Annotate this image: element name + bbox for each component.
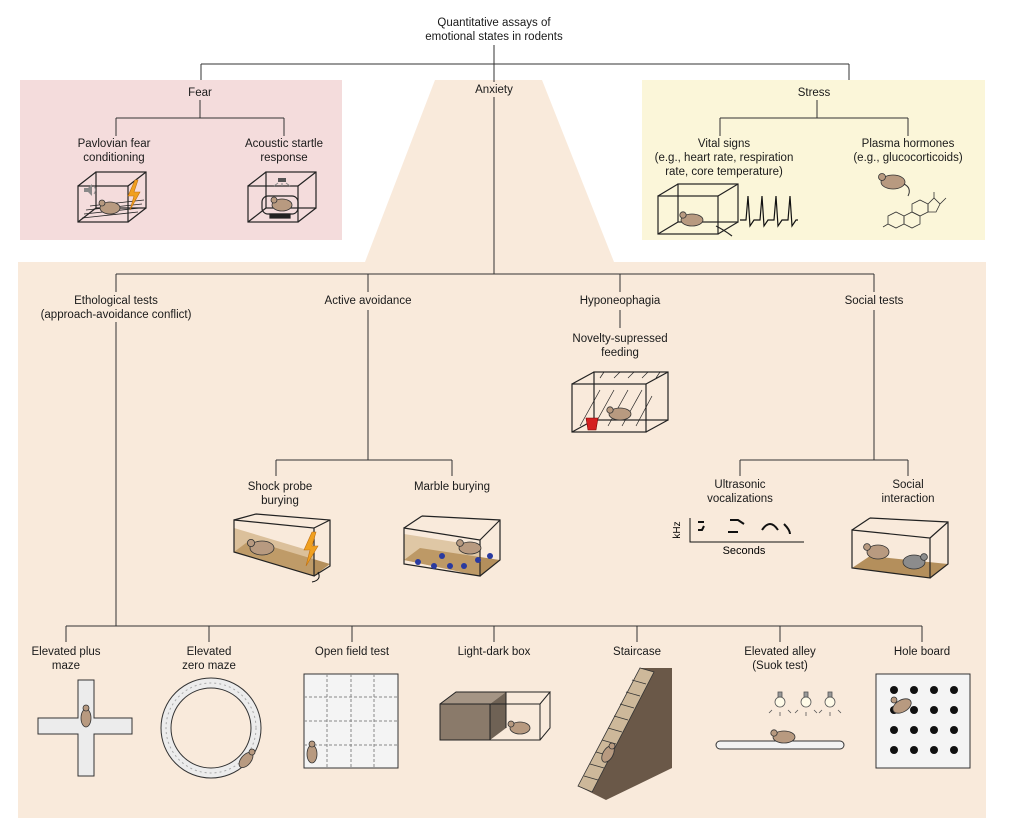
connector-lines bbox=[65, 45, 923, 642]
mouse-icon bbox=[770, 729, 796, 744]
mouse-icon bbox=[98, 199, 121, 215]
test-hole-board: Hole board bbox=[893, 646, 951, 658]
usv-y-label: kHz bbox=[672, 521, 683, 538]
mouse-icon bbox=[507, 720, 531, 735]
cage-vital-signs bbox=[657, 183, 739, 237]
cage-startle bbox=[247, 171, 317, 223]
shock-probe-wire bbox=[311, 571, 320, 583]
speaker-icon bbox=[84, 184, 96, 196]
mouse-icon bbox=[238, 748, 256, 769]
branch-active-avoidance: Active avoidance bbox=[324, 295, 412, 307]
social-interaction-label: Social interaction bbox=[881, 479, 935, 505]
mouse-icon bbox=[878, 173, 910, 197]
test-elevated-zero-maze: Elevated zero maze bbox=[182, 646, 236, 672]
food-cup bbox=[585, 417, 599, 431]
fear-panel bbox=[20, 80, 342, 240]
test-elevated-plus-maze: Elevated plus maze bbox=[31, 646, 101, 672]
stress-panel bbox=[642, 80, 985, 240]
usv-plot bbox=[689, 518, 804, 543]
fear-item-pavlovian: Pavlovian fear conditioning bbox=[77, 138, 151, 164]
elevated-plus-maze bbox=[37, 679, 133, 777]
test-elevated-alley: Elevated alley (Suok test) bbox=[744, 646, 816, 672]
mouse-icon bbox=[306, 740, 318, 764]
cage-social-interaction bbox=[851, 517, 949, 579]
shock-probe-label: Shock probe burying bbox=[247, 481, 313, 507]
lightning-bolt-icon bbox=[127, 179, 141, 211]
elevated-zero-maze bbox=[160, 677, 262, 779]
test-staircase: Staircase bbox=[613, 646, 661, 658]
fear-item-startle: Acoustic startle response bbox=[245, 138, 323, 164]
anxiety-heading: Anxiety bbox=[475, 84, 513, 96]
light-dark-box bbox=[439, 691, 552, 741]
branch-social-tests: Social tests bbox=[844, 295, 904, 307]
mouse-icon bbox=[890, 696, 912, 714]
fear-heading: Fear bbox=[188, 87, 212, 99]
steroid-molecule-icon bbox=[882, 192, 947, 229]
cage-novelty-feeding bbox=[571, 371, 669, 433]
lightbulb-icon bbox=[794, 691, 818, 716]
test-open-field: Open field test bbox=[314, 646, 390, 658]
lightbulb-icon bbox=[818, 691, 842, 716]
mouse-icon bbox=[80, 704, 92, 728]
test-light-dark-box: Light-dark box bbox=[457, 646, 531, 658]
mouse-icon bbox=[456, 539, 482, 555]
speaker-icon bbox=[273, 178, 291, 187]
novelty-feeding-label: Novelty-supressed feeding bbox=[572, 333, 668, 359]
ultrasonic-label: Ultrasonic vocalizations bbox=[707, 479, 773, 505]
mouse-icon bbox=[863, 543, 890, 560]
marble-burying-label: Marble burying bbox=[413, 481, 491, 493]
open-field-arena bbox=[303, 673, 399, 769]
branch-hyponeophagia: Hyponeophagia bbox=[579, 295, 661, 307]
mouse-icon bbox=[679, 211, 704, 227]
lightbulb-icon bbox=[768, 691, 792, 716]
stress-plasma-hormones: Plasma hormones (e.g., glucocorticoids) bbox=[853, 138, 963, 164]
branch-ethological: Ethological tests (approach-avoidance co… bbox=[40, 295, 192, 321]
mouse-icon bbox=[902, 553, 928, 570]
diagram-title: Quantitative assays of emotional states … bbox=[425, 17, 563, 43]
stress-heading: Stress bbox=[797, 87, 831, 99]
stress-vital-signs: Vital signs (e.g., heart rate, respirati… bbox=[654, 138, 794, 178]
staircase bbox=[577, 667, 672, 800]
marbles bbox=[415, 553, 493, 569]
mouse-icon bbox=[606, 406, 632, 421]
lightning-bolt-icon bbox=[303, 531, 319, 567]
hole-board bbox=[875, 673, 971, 769]
mouse-icon bbox=[601, 742, 616, 763]
mouse-icon bbox=[270, 196, 293, 212]
ecg-trace-icon bbox=[740, 195, 798, 228]
anxiety-funnel bbox=[365, 80, 614, 262]
mouse-icon bbox=[246, 539, 275, 556]
usv-x-label: Seconds bbox=[723, 545, 766, 557]
